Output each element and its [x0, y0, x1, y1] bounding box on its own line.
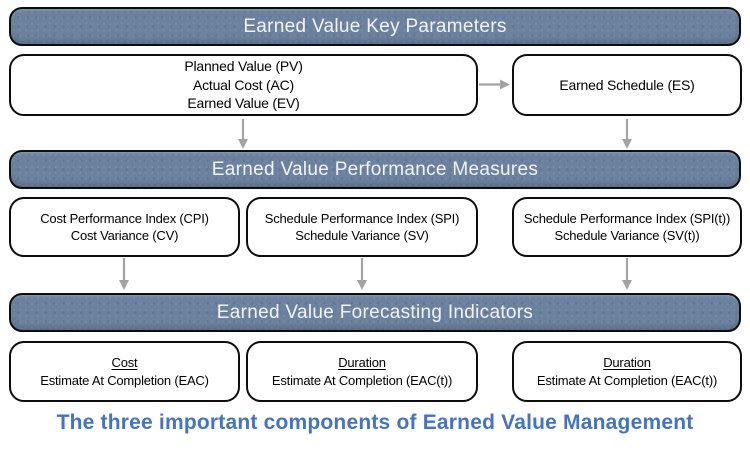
- box-line: Earned Schedule (ES): [559, 76, 695, 93]
- arrow-down-icon: [357, 258, 367, 290]
- box-line: Schedule Variance (SV(t)): [554, 228, 700, 243]
- arrow-down-icon: [622, 258, 632, 290]
- box-key-parameters: Planned Value (PV) Actual Cost (AC) Earn…: [9, 54, 478, 116]
- arrow-down-icon: [119, 258, 129, 290]
- box-title: Duration: [603, 355, 651, 371]
- arrow-down-icon: [238, 119, 248, 149]
- box-earned-schedule: Earned Schedule (ES): [512, 54, 742, 116]
- box-line: Schedule Performance Index (SPI): [264, 210, 460, 226]
- box-spit-svt: Schedule Performance Index (SPI(t)) Sche…: [512, 197, 742, 257]
- box-spi-sv: Schedule Performance Index (SPI) Schedul…: [246, 197, 478, 257]
- box-eac: Cost Estimate At Completion (EAC): [9, 341, 240, 402]
- box-line: Schedule Performance Index (SPI(t)): [523, 210, 731, 226]
- box-line: Planned Value (PV): [184, 58, 303, 75]
- box-line: Earned Value (EV): [187, 95, 300, 112]
- box-eact-middle: Duration Estimate At Completion (EAC(t)): [246, 341, 478, 402]
- box-line: Estimate At Completion (EAC): [40, 372, 209, 388]
- header-key-parameters: Earned Value Key Parameters: [9, 7, 741, 46]
- header-performance-measures: Earned Value Performance Measures: [9, 150, 741, 189]
- box-line: Actual Cost (AC): [192, 76, 295, 93]
- box-line: Estimate At Completion (EAC(t)): [271, 372, 453, 388]
- box-line: Schedule Variance (SV): [295, 228, 429, 243]
- arrow-right-icon: [479, 79, 510, 90]
- diagram-caption: The three important components of Earned…: [56, 411, 694, 434]
- box-title: Cost: [111, 355, 138, 371]
- box-line: Cost Performance Index (CPI): [40, 210, 209, 226]
- box-line: Estimate At Completion (EAC(t)): [536, 372, 718, 388]
- box-eact-right: Duration Estimate At Completion (EAC(t)): [512, 341, 742, 402]
- box-cpi-cv: Cost Performance Index (CPI) Cost Varian…: [9, 197, 240, 257]
- arrow-down-icon: [622, 119, 632, 149]
- box-title: Duration: [338, 355, 386, 371]
- header-forecasting-indicators: Earned Value Forecasting Indicators: [9, 293, 741, 332]
- box-line: Cost Variance (CV): [70, 228, 179, 243]
